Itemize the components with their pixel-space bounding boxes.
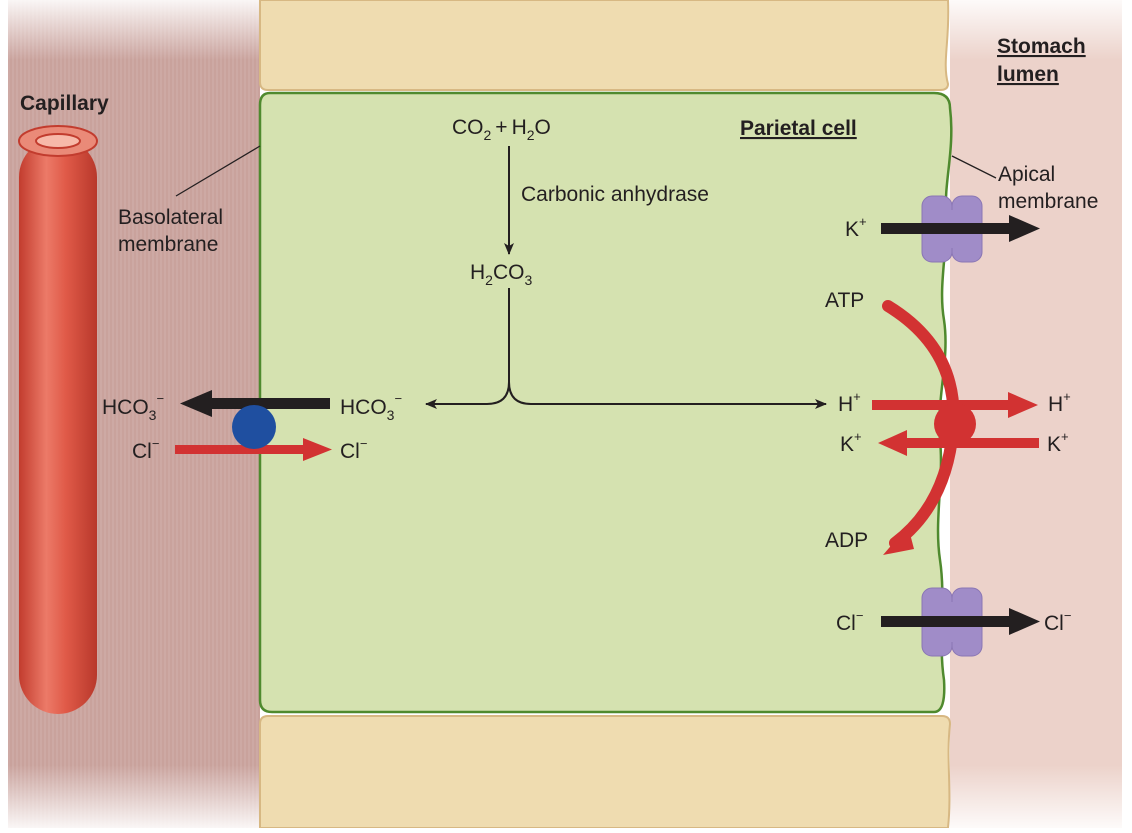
cl-transport-head	[303, 438, 332, 461]
cl-cell-label: Cl−	[340, 436, 367, 463]
k-efflux-head	[1009, 215, 1040, 242]
h-pump-head	[1008, 392, 1038, 418]
k-lumen-label: K+	[1047, 429, 1069, 456]
stomach-lumen-label-1: Stomach	[997, 35, 1086, 58]
lumen-region	[950, 0, 1122, 828]
k-pump-head	[878, 430, 907, 456]
h-lumen-label: H+	[1048, 389, 1071, 416]
hco3-blood-label: HCO3−	[102, 391, 164, 423]
stomach-lumen-label-2: lumen	[997, 63, 1059, 86]
h-cell-label: H+	[838, 389, 861, 416]
h-pump-bar	[872, 400, 1010, 410]
k-pump-bar	[905, 438, 1039, 448]
parietal-cell-label: Parietal cell	[740, 117, 857, 140]
reaction-reactants: CO2+H2O	[452, 116, 551, 143]
adp-label: ADP	[825, 529, 868, 552]
capillary-label: Capillary	[20, 92, 109, 115]
capillary-lumen	[35, 133, 81, 149]
neighbor-cell-bottom	[259, 715, 952, 829]
carbonic-acid-label: H2CO3	[470, 261, 532, 288]
hco3-transport-bar	[212, 398, 330, 409]
cl-channel-cell-label: Cl−	[836, 608, 863, 635]
neighbor-cell-top	[259, 0, 950, 91]
apical-label-2: membrane	[998, 190, 1098, 213]
basolateral-label-2: membrane	[118, 233, 218, 256]
atp-hydrolysis-head	[883, 526, 914, 555]
apical-leader-line	[951, 155, 997, 179]
atp-label: ATP	[825, 289, 864, 312]
basolateral-label-1: Basolateral	[118, 206, 223, 229]
k-cell-label: K+	[840, 429, 862, 456]
cl-lumen-label: Cl−	[1044, 608, 1071, 635]
capillary-vessel	[19, 138, 97, 714]
basolateral-leader-line	[175, 145, 261, 197]
cl-transport-bar	[175, 445, 305, 454]
cl-blood-label: Cl−	[132, 436, 159, 463]
hco3-transport-head	[180, 390, 212, 417]
apical-label-1: Apical	[998, 163, 1055, 186]
cl-efflux-head	[1009, 608, 1040, 635]
hco3-cell-label: HCO3−	[340, 391, 402, 423]
h-k-atpase	[934, 403, 976, 445]
dissociation-arrow-h	[508, 381, 827, 409]
k-efflux-bar	[881, 223, 1011, 234]
cl-hco3-exchanger	[232, 405, 276, 449]
enzyme-label: Carbonic anhydrase	[521, 183, 709, 206]
cl-efflux-bar	[881, 616, 1011, 627]
k-channel-label: K+	[845, 214, 867, 241]
